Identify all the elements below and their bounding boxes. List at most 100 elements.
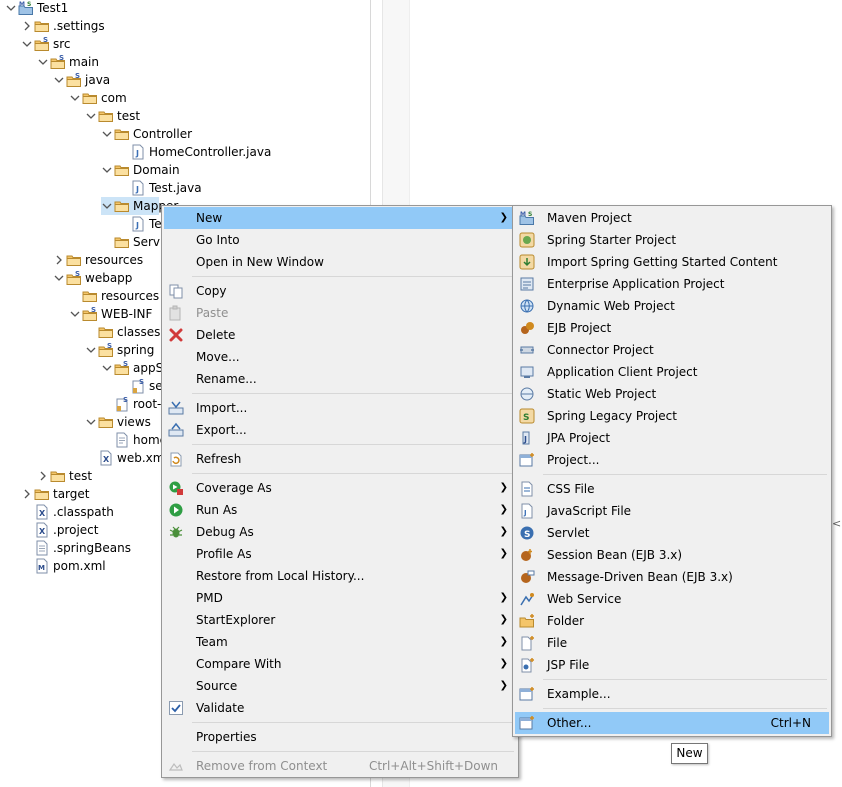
chevron-right-icon[interactable]: [37, 469, 49, 483]
chevron-down-icon[interactable]: [21, 37, 33, 51]
menu-item-run-as[interactable]: Run As❯: [164, 499, 516, 521]
menu-item-enterprise-application-project[interactable]: Enterprise Application Project: [515, 273, 829, 295]
menu-item-label: Export...: [196, 423, 247, 437]
menu-item-css-file[interactable]: CSS File: [515, 478, 829, 500]
menu-item-other[interactable]: Other...Ctrl+N: [515, 712, 829, 734]
tree-item-springbeans[interactable]: .springBeans: [21, 539, 360, 557]
tree-item-classes[interactable]: classes: [85, 323, 360, 341]
menu-item-ejb-project[interactable]: EJB Project: [515, 317, 829, 339]
menu-item-startexplorer[interactable]: StartExplorer❯: [164, 609, 516, 631]
chevron-down-icon[interactable]: [5, 1, 17, 15]
chevron-down-icon[interactable]: [85, 343, 97, 357]
chevron-down-icon[interactable]: [101, 127, 113, 141]
chevron-down-icon[interactable]: [85, 109, 97, 123]
menu-item-go-into[interactable]: Go Into: [164, 229, 516, 251]
menu-item-spring-starter-project[interactable]: Spring Starter Project: [515, 229, 829, 251]
menu-item-new[interactable]: New❯: [164, 207, 516, 229]
chevron-down-icon[interactable]: [53, 271, 65, 285]
menu-item-session-bean-ejb-3-x[interactable]: Session Bean (EJB 3.x): [515, 544, 829, 566]
menu-item-application-client-project[interactable]: Application Client Project: [515, 361, 829, 383]
menu-item-export[interactable]: Export...: [164, 419, 516, 441]
tree-item-classpath[interactable]: X.classpath: [21, 503, 360, 521]
menu-item-project[interactable]: Project...: [515, 449, 829, 471]
menu-item-message-driven-bean-ejb-3-x[interactable]: Message-Driven Bean (EJB 3.x): [515, 566, 829, 588]
menu-item-team[interactable]: Team❯: [164, 631, 516, 653]
menu-item-move[interactable]: Move...: [164, 346, 516, 368]
tree-item-mapper[interactable]: Mapper: [101, 197, 178, 215]
menu-item-static-web-project[interactable]: Static Web Project: [515, 383, 829, 405]
chevron-down-icon[interactable]: [69, 91, 81, 105]
menu-item-restore-from-local-history[interactable]: Restore from Local History...: [164, 565, 516, 587]
tree-item-domain[interactable]: Domain: [101, 161, 360, 179]
menu-item-dynamic-web-project[interactable]: Dynamic Web Project: [515, 295, 829, 317]
chevron-down-icon[interactable]: [101, 361, 113, 375]
tree-item-label: webapp: [85, 271, 133, 285]
chevron-right-icon[interactable]: [53, 253, 65, 267]
chevron-down-icon[interactable]: [69, 307, 81, 321]
tree-item-resources[interactable]: resources: [53, 251, 360, 269]
chevron-down-icon[interactable]: [101, 163, 113, 177]
chevron-down-icon[interactable]: [37, 55, 49, 69]
menu-item-jsp-file[interactable]: JSP File: [515, 654, 829, 676]
tree-item-settings[interactable]: .settings: [21, 17, 360, 35]
tree-item-resources[interactable]: resources: [69, 287, 360, 305]
tree-item-servi[interactable]: Servi: [101, 233, 360, 251]
menu-item-delete[interactable]: Delete: [164, 324, 516, 346]
menu-item-folder[interactable]: Folder: [515, 610, 829, 632]
tree-item-views[interactable]: views: [85, 413, 360, 431]
menu-item-import[interactable]: Import...: [164, 397, 516, 419]
chevron-down-icon[interactable]: [101, 199, 113, 213]
chevron-down-icon[interactable]: [53, 73, 65, 87]
menu-item-web-service[interactable]: Web Service: [515, 588, 829, 610]
chevron-right-icon[interactable]: [21, 487, 33, 501]
tree-item-test[interactable]: test: [85, 107, 360, 125]
tree-item-home[interactable]: home: [101, 431, 360, 449]
menu-item-label: StartExplorer: [196, 613, 276, 627]
chevron-right-icon[interactable]: [21, 19, 33, 33]
menu-item-pmd[interactable]: PMD❯: [164, 587, 516, 609]
tree-item-target[interactable]: target: [21, 485, 360, 503]
menu-item-validate[interactable]: Validate: [164, 697, 516, 719]
menu-item-rename[interactable]: Rename...: [164, 368, 516, 390]
tree-item-controller[interactable]: Controller: [101, 125, 360, 143]
menu-item-profile-as[interactable]: Profile As❯: [164, 543, 516, 565]
menu-item-paste[interactable]: Paste: [164, 302, 516, 324]
chevron-down-icon[interactable]: [85, 415, 97, 429]
tree-item-test[interactable]: test: [37, 467, 360, 485]
menu-item-open-in-new-window[interactable]: Open in New Window: [164, 251, 516, 273]
menu-item-source[interactable]: Source❯: [164, 675, 516, 697]
tree-item-project[interactable]: X.project: [21, 521, 360, 539]
menu-item-example[interactable]: Example...: [515, 683, 829, 705]
menu-item-copy[interactable]: Copy: [164, 280, 516, 302]
menu-item-import-spring-getting-started-content[interactable]: Import Spring Getting Started Content: [515, 251, 829, 273]
menu-item-file[interactable]: File: [515, 632, 829, 654]
menu-item-compare-with[interactable]: Compare With❯: [164, 653, 516, 675]
menu-item-coverage-as[interactable]: Coverage As❯: [164, 477, 516, 499]
menu-item-connector-project[interactable]: Connector Project: [515, 339, 829, 361]
tree-item-com[interactable]: com: [69, 89, 360, 107]
menu-item-properties[interactable]: Properties: [164, 726, 516, 748]
menu-item-debug-as[interactable]: Debug As❯: [164, 521, 516, 543]
menu-item-refresh[interactable]: Refresh: [164, 448, 516, 470]
